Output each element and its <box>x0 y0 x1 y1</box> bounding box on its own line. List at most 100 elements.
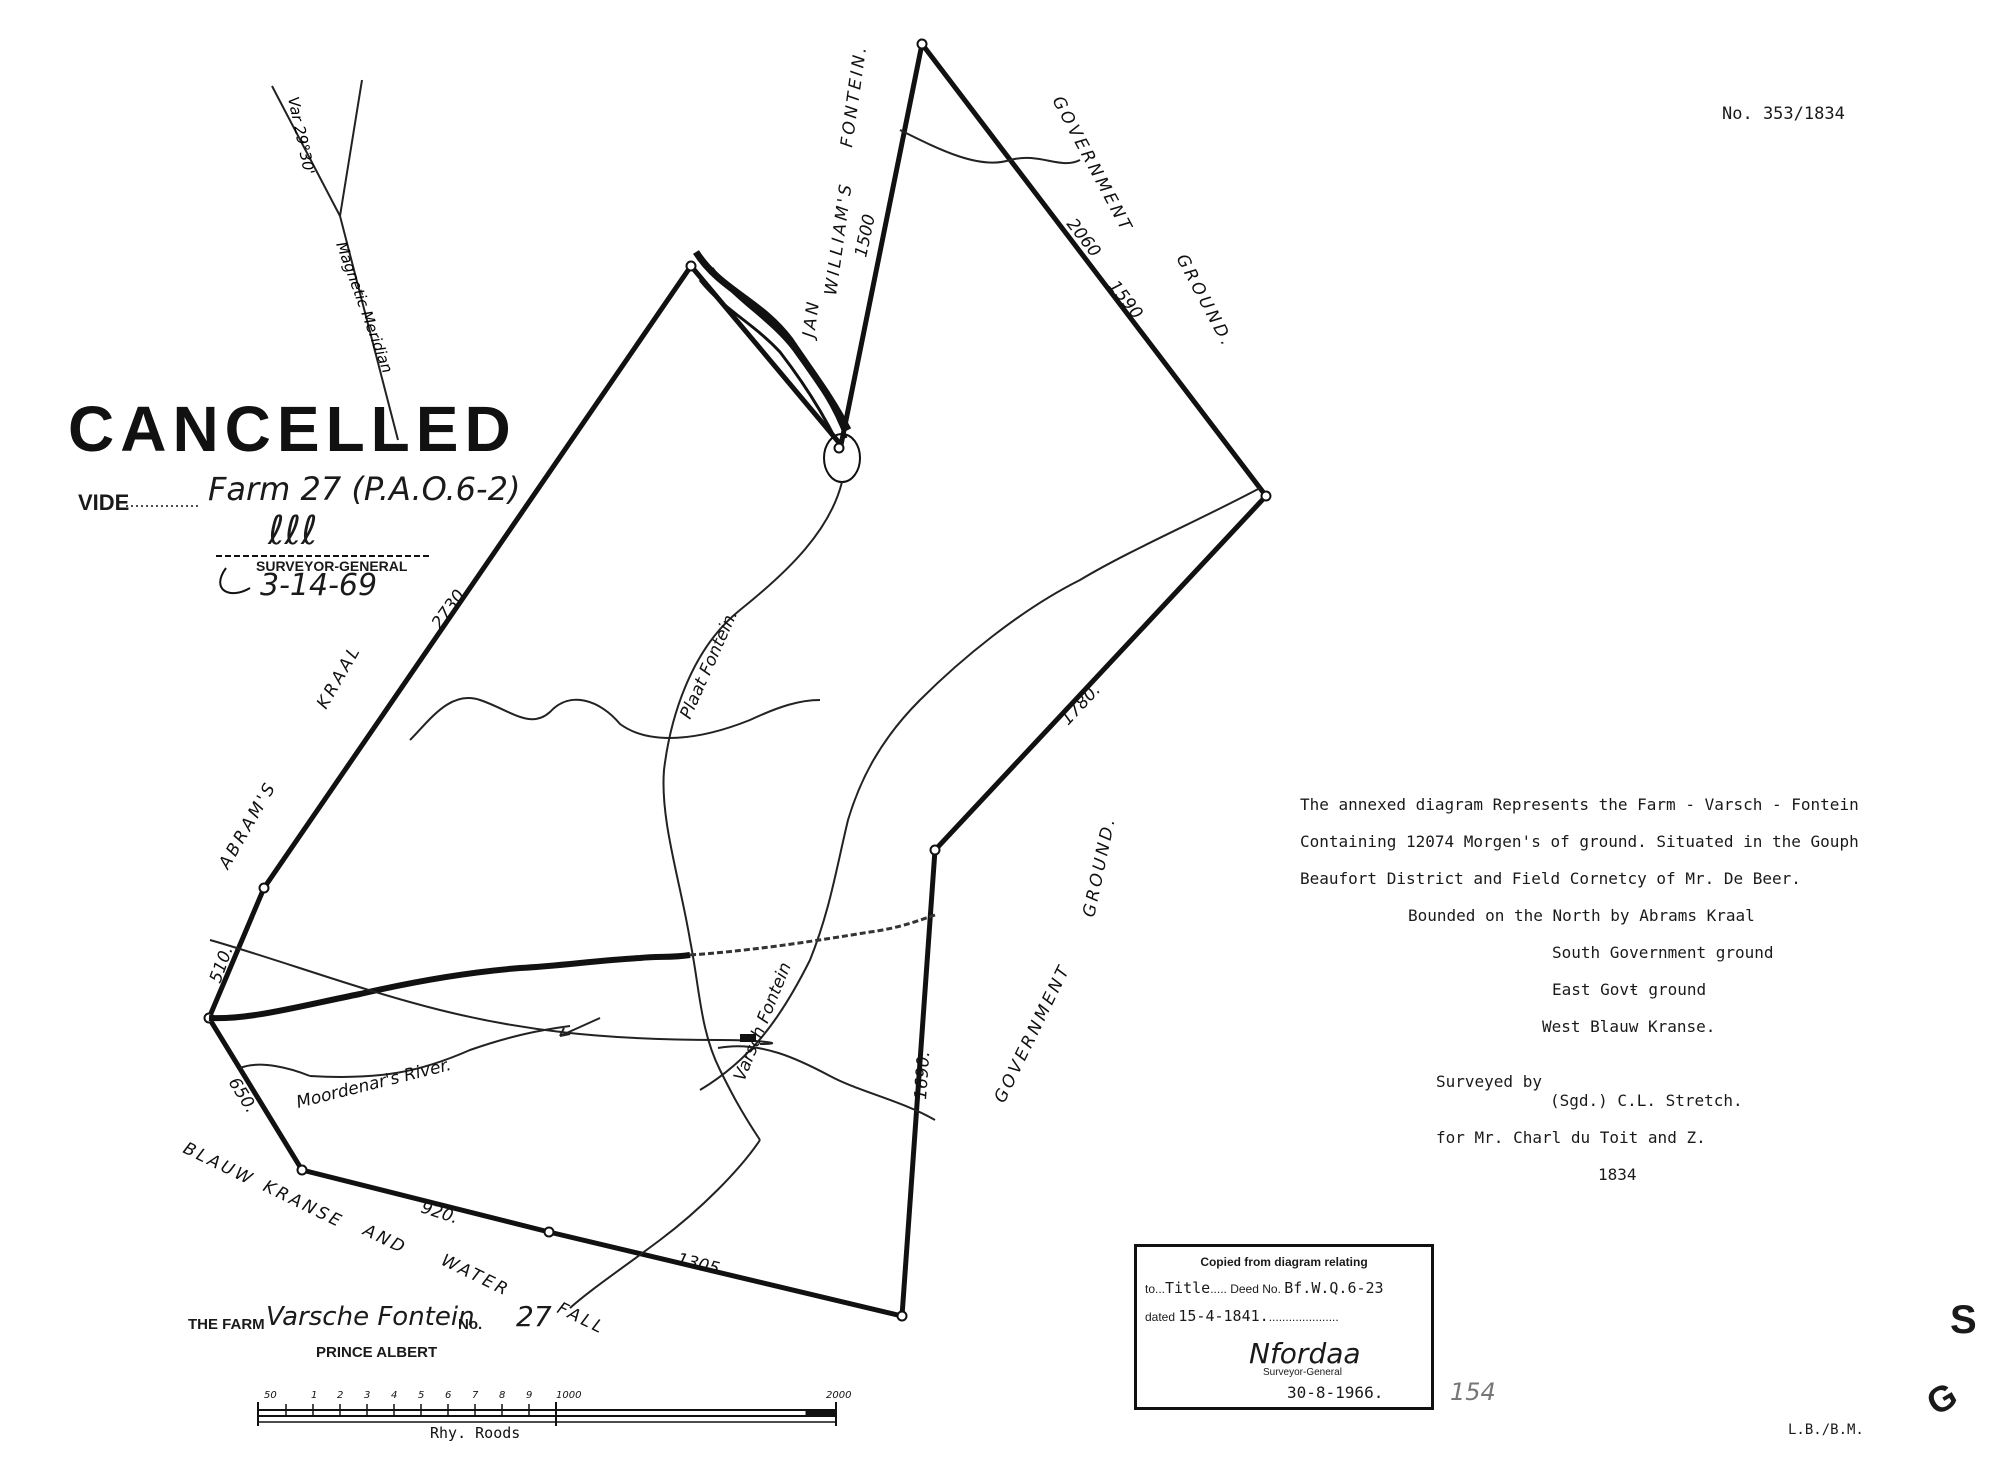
scale-tick-label: 2 <box>337 1390 343 1401</box>
beacon <box>896 1310 908 1322</box>
stamp-dated-label: dated <box>1145 1310 1176 1324</box>
description-line: West Blauw Kranse. <box>1542 1017 1716 1036</box>
stream-plaat-fontein: Plaat Fontein. <box>676 607 742 722</box>
scale-tick-label: 50 <box>264 1390 277 1401</box>
ridge-lines <box>409 129 1081 741</box>
pencil-note: 154 <box>1450 1378 1496 1406</box>
description-line: South Government ground <box>1552 943 1774 962</box>
scale-tick-label: 2000 <box>826 1390 851 1401</box>
neighbour-government-ne: GOVERNMENT <box>1048 93 1137 237</box>
description-line: East Govŧ ground <box>1552 980 1707 999</box>
beacon <box>929 844 941 856</box>
surveyor-general-signature: ℓℓℓ <box>268 508 318 554</box>
neighbour-ground-e: GROUND. <box>1079 814 1120 919</box>
moordenars-river <box>208 952 691 1022</box>
neighbour-ground-ne: GROUND. <box>1172 251 1238 351</box>
beacon <box>916 38 928 50</box>
stamp-dated-row: dated 15-4-1841...................... <box>1145 1307 1339 1325</box>
farm-boundary <box>206 38 1270 1320</box>
stamp-deed-label: Deed No. <box>1230 1282 1281 1296</box>
description-line: (Sgd.) C.L. Stretch. <box>1550 1091 1743 1110</box>
length-1305: 1305. <box>675 1249 727 1280</box>
description-line: Bounded on the North by Abrams Kraal <box>1408 906 1755 925</box>
stamp-to-value: Title <box>1165 1279 1211 1297</box>
neighbour-kraal: KRAAL <box>313 641 366 712</box>
stamp-deed-value: Bf.W.Q.6-23 <box>1284 1279 1384 1297</box>
scale-tick-label: 1000 <box>556 1390 581 1401</box>
neighbour-jan: JAN <box>799 298 825 342</box>
neighbour-kranse: KRANSE <box>260 1177 347 1233</box>
description-line: Containing 12074 Morgen's of ground. Sit… <box>1300 832 1859 851</box>
vide-label: VIDE <box>78 490 130 515</box>
description-line: The annexed diagram Represents the Farm … <box>1300 795 1859 814</box>
farm-label: THE FARM <box>188 1316 265 1333</box>
stamp-dated-value: 15-4-1841. <box>1178 1307 1269 1325</box>
ravine-hatching <box>693 250 861 483</box>
length-1500: 1500 <box>851 213 880 259</box>
cancellation-date: 3-14-69 <box>260 568 378 603</box>
stream-varsch-fontein: Varsch Fontein <box>730 960 796 1084</box>
scale-tick-label: 1 <box>311 1390 317 1401</box>
beacons <box>203 38 1272 1322</box>
streams <box>239 481 1261 1309</box>
description-line: 1834 <box>1598 1165 1637 1184</box>
neighbour-and: AND <box>359 1220 410 1259</box>
stamp-signature: Nfordaa <box>1249 1337 1361 1370</box>
cancelled-stamp: CANCELLED <box>68 393 517 465</box>
initials: L.B./B.M. <box>1788 1422 1864 1438</box>
stamp-heading: Copied from diagram relating <box>1200 1255 1368 1269</box>
scale-tick-label: 3 <box>364 1390 370 1401</box>
document-number: No. 353/1834 <box>1722 104 1845 124</box>
scale-tick-label: 9 <box>526 1390 532 1401</box>
homestead <box>740 1034 756 1042</box>
neighbour-williams: WILLIAM'S <box>821 180 857 296</box>
neighbour-fontein: FONTEIN. <box>837 43 871 149</box>
vide-reference: Farm 27 (P.A.O.6-2) <box>208 470 521 508</box>
neighbour-blauw: BLAUW <box>180 1139 258 1191</box>
surveyor-general-label: SURVEYOR-GENERAL <box>256 558 408 574</box>
scale-tick-label: 5 <box>418 1390 424 1401</box>
meridian-variation: Var 29°30' <box>284 95 318 176</box>
river-moordenars: Moordenar's River. <box>294 1055 453 1113</box>
farm-number-label: No. <box>458 1316 483 1333</box>
stamp-role: Surveyor-General <box>1263 1367 1342 1378</box>
length-920: 920. <box>418 1198 460 1229</box>
copy-stamp: Copied from diagram relating to...Title.… <box>1134 1244 1434 1410</box>
farm-district: PRINCE ALBERT <box>316 1344 438 1361</box>
beacon <box>685 260 697 272</box>
scale-tick-label: 4 <box>391 1390 397 1401</box>
neighbour-government-e: GOVERNMENT <box>991 961 1076 1106</box>
stamp-to-row: to...Title..... Deed No. Bf.W.Q.6-23 <box>1145 1279 1384 1297</box>
letter-s-mark: S <box>1950 1298 1977 1342</box>
neighbour-water: WATER <box>438 1251 514 1302</box>
length-1690: 1690. <box>911 1050 934 1100</box>
magnetic-meridian-arrow <box>271 79 399 441</box>
scale-tick-label: 7 <box>472 1390 479 1401</box>
description-line: Surveyed by <box>1436 1072 1542 1091</box>
length-2730: 2730. <box>428 582 473 633</box>
description-line: Beaufort District and Field Cornetcy of … <box>1300 869 1801 888</box>
beacon <box>543 1226 555 1238</box>
beacon <box>833 442 845 454</box>
scale-tick-label: 6 <box>445 1390 451 1401</box>
stamp-to-label: to <box>1145 1282 1156 1296</box>
meridian-label: Magnetic Meridian <box>332 239 396 375</box>
length-1590: 1590 <box>1104 277 1146 323</box>
length-1780: 1780. <box>1057 680 1105 729</box>
beacon <box>258 882 270 894</box>
cancel-flourish <box>219 567 251 595</box>
scale-bar <box>257 1402 837 1426</box>
scale-tick-label: 8 <box>499 1390 505 1401</box>
river-branch <box>689 913 936 957</box>
beacon <box>296 1164 308 1176</box>
stamp-date: 30-8-1966. <box>1287 1383 1384 1402</box>
scale-unit: Rhy. Roods <box>430 1424 520 1442</box>
beacon <box>1260 490 1272 502</box>
neighbour-fall: FALL <box>554 1299 609 1339</box>
farm-number: 27 <box>516 1300 552 1333</box>
diagram-description: The annexed diagram Represents the Farm … <box>1300 786 1940 1193</box>
neighbour-abrams: ABRAM'S <box>215 778 282 874</box>
farm-name: Varsche Fontein <box>266 1302 475 1332</box>
description-line: for Mr. Charl du Toit and Z. <box>1436 1128 1706 1147</box>
